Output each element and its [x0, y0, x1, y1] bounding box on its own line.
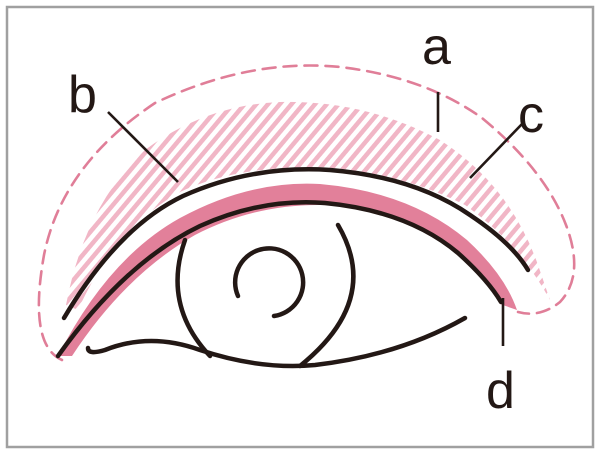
label-d: d — [486, 362, 515, 420]
pupil-highlight-ring — [232, 246, 306, 319]
eyelid-crease-line — [61, 167, 531, 321]
zone-c-hatched-band — [66, 101, 550, 311]
zone-d-lash-band — [58, 183, 517, 356]
upper-lash-line — [55, 200, 504, 359]
label-c: c — [518, 86, 544, 144]
leader-line-b — [107, 111, 179, 183]
leader-line-c — [469, 123, 523, 179]
iris-outline — [175, 222, 356, 369]
label-a: a — [422, 18, 451, 76]
zone-a-dashed-outline — [37, 64, 576, 362]
lower-eyelid-line — [85, 315, 468, 369]
label-b: b — [68, 66, 97, 124]
